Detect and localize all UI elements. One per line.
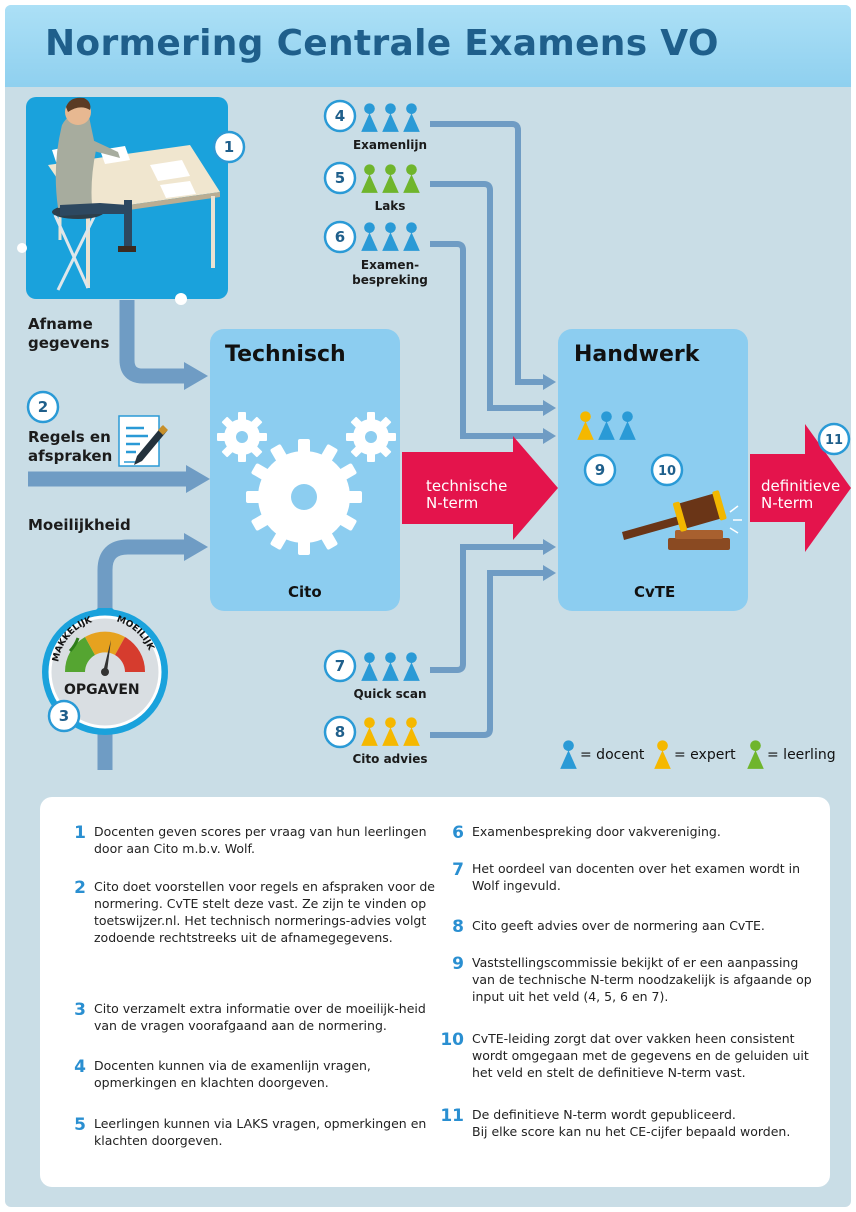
technisch-footer: Cito [288,583,322,601]
technische-n-term-arrow [402,436,558,540]
badge-2: 2 [26,390,60,424]
definitieve-n-term-arrow [750,424,851,552]
handwerk-footer: CvTE [634,583,676,601]
main-arrowheads [184,362,210,561]
quickscan-label: Quick scan [353,687,427,701]
svg-text:10: 10 [658,464,676,479]
legend-docent: = docent [580,747,645,763]
legend-expert: = expert [674,747,736,763]
student-at-desk-illustration [17,97,228,305]
badge-9: 9 [583,453,617,487]
regels-label: Regels en afspraken [28,428,113,465]
svg-text:9: 9 [595,461,605,479]
citoadvies-label: Cito advies [352,752,428,766]
svg-text:8: 8 [335,723,345,741]
page-title: Normering Centrale Examens VO [45,23,719,64]
gauge-opgaven-label: OPGAVEN [64,682,140,698]
badge-5: 5 [323,161,357,195]
examenbespreking-label: Examen- bespreking [352,258,428,287]
badge-3: 3 [47,699,81,733]
technisch-title: Technisch [225,342,346,367]
input-arrowheads [543,374,556,581]
input-lines [430,121,545,738]
gavel-icon [622,490,742,550]
afname-label: Afname gegevens [28,315,110,352]
pawns-laks [361,164,420,193]
svg-text:11: 11 [825,433,843,448]
pawns-citoadvies [361,717,420,746]
pawns-examenlijn [361,103,420,132]
moeilijkheid-label: Moeilijkheid [28,516,131,534]
difficulty-gauge: MAKKELIJK MOEILIJK [42,608,168,735]
legend-leerling: = leerling [767,747,836,763]
number-badges: 1 2 3 4 5 6 7 8 9 10 11 [26,99,851,749]
main-flows [28,300,190,770]
definitieve-n-term-text: definitieve N-term [761,477,841,512]
technische-n-term-text: technische N-term [426,477,508,512]
handwerk-title: Handwerk [574,342,700,367]
document-pen-icon [118,415,168,467]
badge-4: 4 [323,99,357,133]
badge-1: 1 [212,130,246,164]
svg-text:3: 3 [59,707,69,725]
pawns-examenbespreking [361,222,420,251]
badge-8: 8 [323,715,357,749]
svg-text:5: 5 [335,169,345,187]
badge-7: 7 [323,649,357,683]
badge-11: 11 [817,422,851,456]
pawns-quickscan [361,652,420,681]
svg-text:1: 1 [224,138,234,156]
examenlijn-label: Examenlijn [352,138,428,152]
svg-text:7: 7 [335,657,345,675]
badge-10: 10 [650,453,684,487]
gears-icon [217,412,396,555]
svg-text:4: 4 [335,107,345,125]
svg-text:2: 2 [38,398,48,416]
pawns-handwerk [577,411,636,440]
svg-text:6: 6 [335,228,345,246]
laks-label: Laks [374,199,406,213]
badge-6: 6 [323,220,357,254]
title-bar: Normering Centrale Examens VO [5,5,851,87]
